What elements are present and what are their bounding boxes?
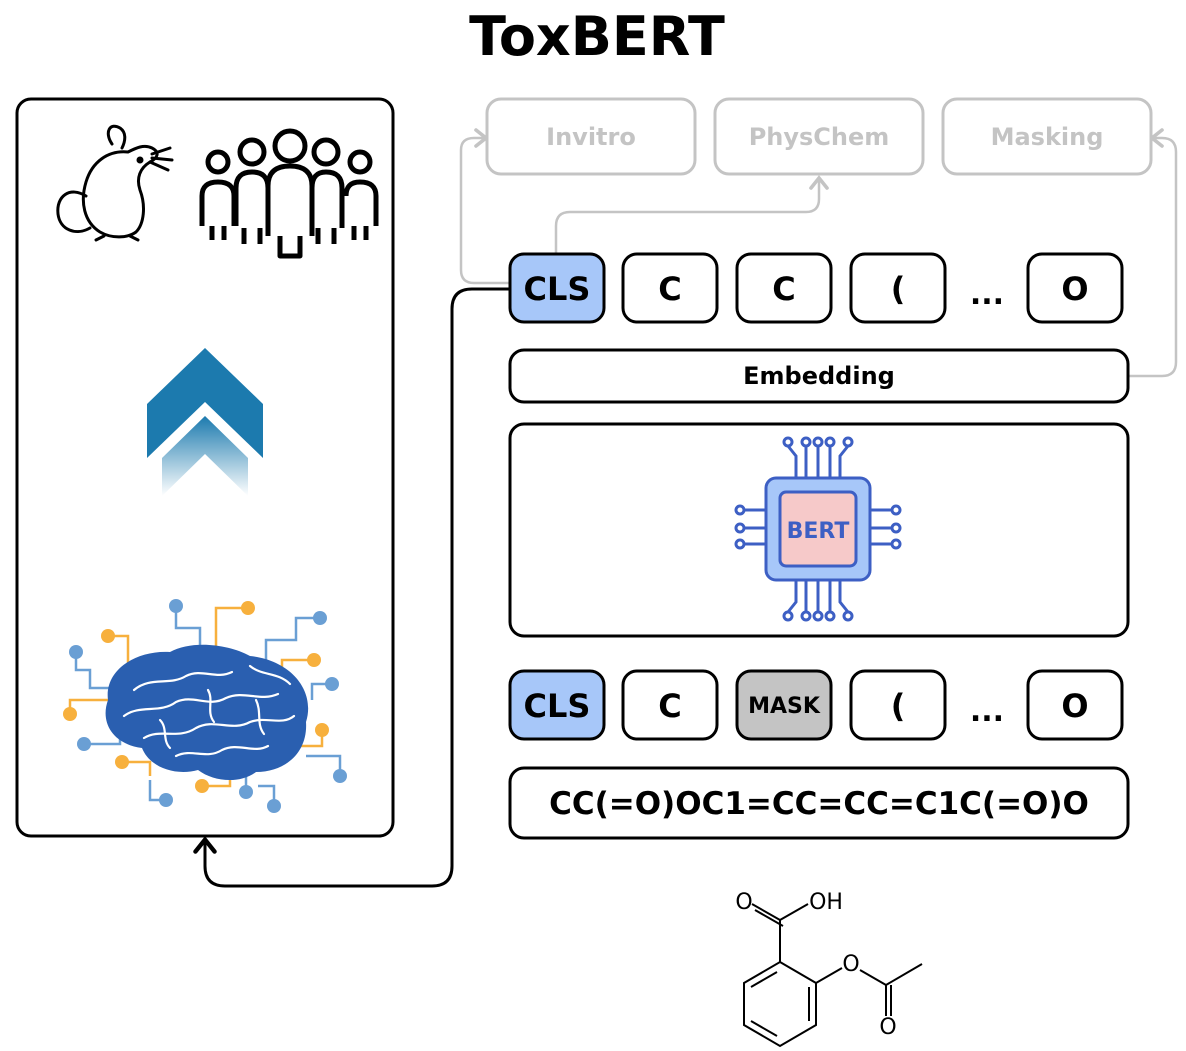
embedding-bar [508, 348, 1130, 404]
output-token-box [508, 252, 606, 324]
output-token: CLS [524, 270, 591, 308]
output-token: ( [891, 270, 906, 308]
brain-circuit-icon [63, 599, 347, 813]
input-token-box [508, 669, 606, 741]
head-masking-label: Masking [991, 123, 1104, 151]
head-invitro-label: Invitro [546, 123, 636, 151]
output-token-box [849, 252, 947, 324]
output-token-row: CLS C C ( ... O [508, 252, 1124, 324]
input-token: MASK [748, 694, 821, 719]
input-token-box [621, 669, 719, 741]
mouse-icon [56, 124, 174, 242]
input-token: ( [891, 687, 906, 725]
arrow-cls-to-panel [193, 287, 510, 888]
output-token: O [1061, 270, 1088, 308]
input-token-box [735, 669, 833, 741]
acetyl-o-label: O [879, 1015, 896, 1040]
arrow-cls-to-invitro [459, 128, 510, 285]
output-token-box [735, 252, 833, 324]
head-invitro: Invitro [485, 97, 697, 176]
page-title: ToxBERT [469, 5, 725, 68]
downstream-panel [15, 97, 395, 838]
head-physchem-label: PhysChem [749, 123, 890, 151]
input-token-box [1026, 669, 1124, 741]
bert-label: BERT [787, 519, 850, 544]
input-token-box [849, 669, 947, 741]
hydroxyl-label: OH [809, 890, 843, 915]
head-masking: Masking [941, 97, 1153, 176]
aspirin-structure: O OH O O [735, 890, 923, 1048]
arrow-cls-to-physchem [554, 175, 829, 253]
output-token: C [772, 270, 795, 308]
carbonyl-o-label: O [735, 890, 752, 915]
output-token-box [621, 252, 719, 324]
output-token-ellipsis: ... [970, 277, 1004, 312]
people-icon [199, 128, 379, 259]
input-token: CLS [524, 687, 591, 725]
input-token-ellipsis: ... [970, 694, 1004, 729]
embedding-label: Embedding [743, 362, 895, 390]
ester-o-label: O [842, 952, 859, 977]
chip-icon [734, 436, 902, 622]
double-chevron-up-icon [147, 348, 263, 496]
arrow-embedding-to-masking [1128, 128, 1178, 378]
input-token-row: CLS C MASK ( ... O [508, 669, 1124, 741]
head-physchem: PhysChem [713, 97, 925, 176]
smiles-string: CC(=O)OC1=CC=CC=C1C(=O)O [549, 786, 1089, 822]
output-token-box [1026, 252, 1124, 324]
smiles-box [508, 766, 1130, 840]
input-token: C [658, 687, 681, 725]
input-token: O [1061, 687, 1088, 725]
output-token: C [658, 270, 681, 308]
